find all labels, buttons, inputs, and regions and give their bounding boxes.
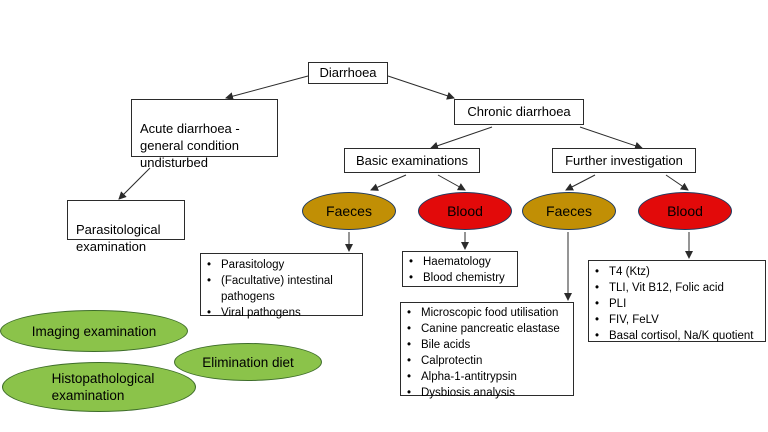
list-item: Calprotectin [403,353,571,369]
ellipse-histopathological-examination: Histopathological examination [2,362,196,412]
node-diarrhoea: Diarrhoea [308,62,388,84]
list-item: Dysbiosis analysis [403,385,571,401]
list-item: Bile acids [403,337,571,353]
ellipse-further-blood-label: Blood [667,203,703,219]
arrow-diarrhoea-chronic [387,75,455,100]
elimination-label: Elimination diet [202,354,294,370]
arrow-diarrhoea-acute [225,75,309,101]
list-item: TLI, Vit B12, Folic acid [591,280,763,296]
ellipse-imaging-examination: Imaging examination [0,310,188,352]
node-further-investigation: Further investigation [552,148,696,173]
list-item: FIV, FeLV [591,312,763,328]
histopathology-label: Histopathological examination [51,371,155,403]
ellipse-further-faeces-label: Faeces [546,203,592,219]
list-item: (Facultative) intestinal pathogens [203,273,360,305]
arrow-basic-faeces [370,174,407,191]
list-item: Canine pancreatic elastase [403,321,571,337]
node-diarrhoea-label: Diarrhoea [319,65,377,80]
node-chronic-diarrhoea: Chronic diarrhoea [454,99,584,125]
ellipse-elimination-diet: Elimination diet [174,343,322,381]
list-further-faeces: Microscopic food utilisation Canine panc… [400,302,574,401]
list-item: Haematology [405,254,515,270]
list-item: Parasitology [203,257,360,273]
node-further-label: Further investigation [565,153,683,168]
ellipse-further-faeces: Faeces [522,192,616,230]
node-basic-examinations: Basic examinations [344,148,480,173]
list-item: PLI [591,296,763,312]
node-chronic-diarrhoea-label: Chronic diarrhoea [467,104,571,119]
node-acute-diarrhoea-label: Acute diarrhoea - general condition undi… [140,121,240,170]
node-parasitological-label: Parasitological examination [76,222,161,254]
list-item: T4 (Ktz) [591,264,763,280]
node-parasitological-examination: Parasitological examination [67,200,185,254]
arrow-further-blood [665,174,689,191]
list-item: Blood chemistry [405,270,515,286]
node-basic-label: Basic examinations [356,153,468,168]
list-item: Microscopic food utilisation [403,305,571,321]
ellipse-basic-faeces-label: Faeces [326,203,372,219]
ellipse-basic-faeces: Faeces [302,192,396,230]
list-item: Viral pathogens [203,305,360,321]
list-item: Alpha-1-antitrypsin [403,369,571,385]
list-basic-blood: Haematology Blood chemistry [402,251,518,287]
ellipse-further-blood: Blood [638,192,732,230]
node-acute-diarrhoea: Acute diarrhoea - general condition undi… [131,99,278,170]
list-further-blood: T4 (Ktz) TLI, Vit B12, Folic acid PLI FI… [588,260,766,344]
imaging-label: Imaging examination [31,323,157,339]
list-basic-faeces: Parasitology (Facultative) intestinal pa… [200,253,363,321]
ellipse-basic-blood-label: Blood [447,203,483,219]
arrow-chronic-further [579,126,643,150]
arrow-chronic-basic [430,126,493,150]
arrow-further-faeces [565,174,596,191]
ellipse-basic-blood: Blood [418,192,512,230]
list-item: Basal cortisol, Na/K quotient [591,328,763,344]
arrow-acute-parasitological [118,167,151,200]
arrow-basic-blood [437,174,466,191]
